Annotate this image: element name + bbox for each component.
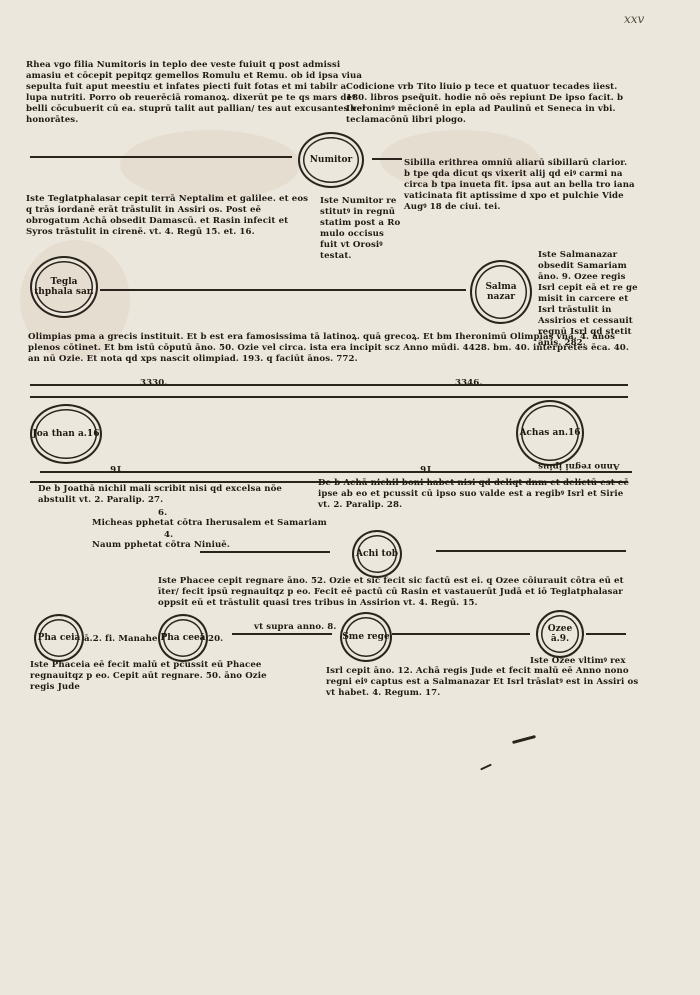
folio-number: xxv <box>624 12 645 26</box>
achas-medallion: Achas an.16 <box>516 400 584 466</box>
ink-mark <box>512 734 536 745</box>
rule-line <box>30 396 628 398</box>
inverted-heading: Anno regni ipius <box>538 461 620 471</box>
lineage-line <box>586 633 626 635</box>
isrl-paragraph: Isrl cepit āno. 12. Achā regis Jude et f… <box>326 666 639 698</box>
ozee-paragraph: Iste Ozee vltimꝰ rex <box>530 656 626 666</box>
sibilla-paragraph: Sibilla erithrea omniū aliarū sibillarū … <box>404 158 635 212</box>
phaceia-medallion: Pha ceia <box>34 614 84 662</box>
lineage-line <box>436 550 626 552</box>
paper-stain <box>120 130 300 200</box>
phacee-note: 20. <box>208 634 224 644</box>
numitor-paragraph: Iste Numitor re stitutꝰ in regnū statim … <box>320 196 401 261</box>
rule-line <box>30 481 628 483</box>
achas-paragraph: De b Achā nichil boni habet nisi qd deli… <box>318 478 630 510</box>
phaceia-note: ā.2. fi. Manahe <box>84 634 158 644</box>
paper-stain <box>380 130 540 190</box>
teglatphalasar-paragraph: Iste Teglatphalasar cepit terrā Neptalim… <box>26 194 309 237</box>
supra-note: vt supra anno. 8. <box>254 622 337 632</box>
inverted-number: 16 <box>420 463 433 473</box>
teglatphalasar-medallion: Tegla thphala sar. <box>30 256 98 318</box>
phacee-paragraph: Iste Phacee cepit regnare āno. 52. Ozie … <box>158 576 624 608</box>
joathan-paragraph: De b Joathā nichil mali scribit nisi qd … <box>38 484 282 505</box>
naum-line: Naum pphetat cōtra Niniuē. <box>92 540 230 550</box>
lineage-line <box>372 158 402 160</box>
achitob-medallion: Achi tob <box>352 530 402 578</box>
ink-mark <box>480 763 492 771</box>
numitor-medallion: Numitor <box>298 132 364 188</box>
rule-line <box>40 471 632 473</box>
rhea-paragraph: Rhea vgo filia Numitoris in teplo dee ve… <box>26 60 366 125</box>
salmanazar-medallion: Salma nazar <box>470 260 532 324</box>
lineage-line <box>200 551 330 553</box>
livius-paragraph: Codicione vrb Tito liuio p tece et quatu… <box>346 82 624 125</box>
rule-line <box>30 384 628 386</box>
olimpias-paragraph: Olimpias pma a grecis instituit. Et b es… <box>28 332 629 364</box>
phacee-medallion: Pha ceeā <box>158 614 208 662</box>
smerege-medallion: Sme rege <box>340 612 392 662</box>
lineage-line <box>392 633 530 635</box>
marker-number: 4. <box>164 530 174 540</box>
phaceia-paragraph: Iste Phaceia eē fecit malū et pcussit eū… <box>30 660 267 692</box>
lineage-line <box>30 156 292 158</box>
lineage-line <box>232 633 332 635</box>
inverted-number: 16 <box>110 463 123 473</box>
marker-number: 6. <box>158 508 168 518</box>
year-marker-left: 3330. <box>140 378 168 388</box>
joathan-medallion: Joa than a.16 <box>30 404 102 464</box>
year-marker-right: 3346. <box>455 378 483 388</box>
micheas-line: Micheas pphetat cōtra Iherusalem et Sama… <box>92 518 327 528</box>
lineage-line <box>100 289 466 291</box>
salmanazar-paragraph: Iste Salmanazar obsedit Samariam āno. 9.… <box>538 250 638 348</box>
ozee-medallion: Ozee ā.9. <box>536 610 584 658</box>
